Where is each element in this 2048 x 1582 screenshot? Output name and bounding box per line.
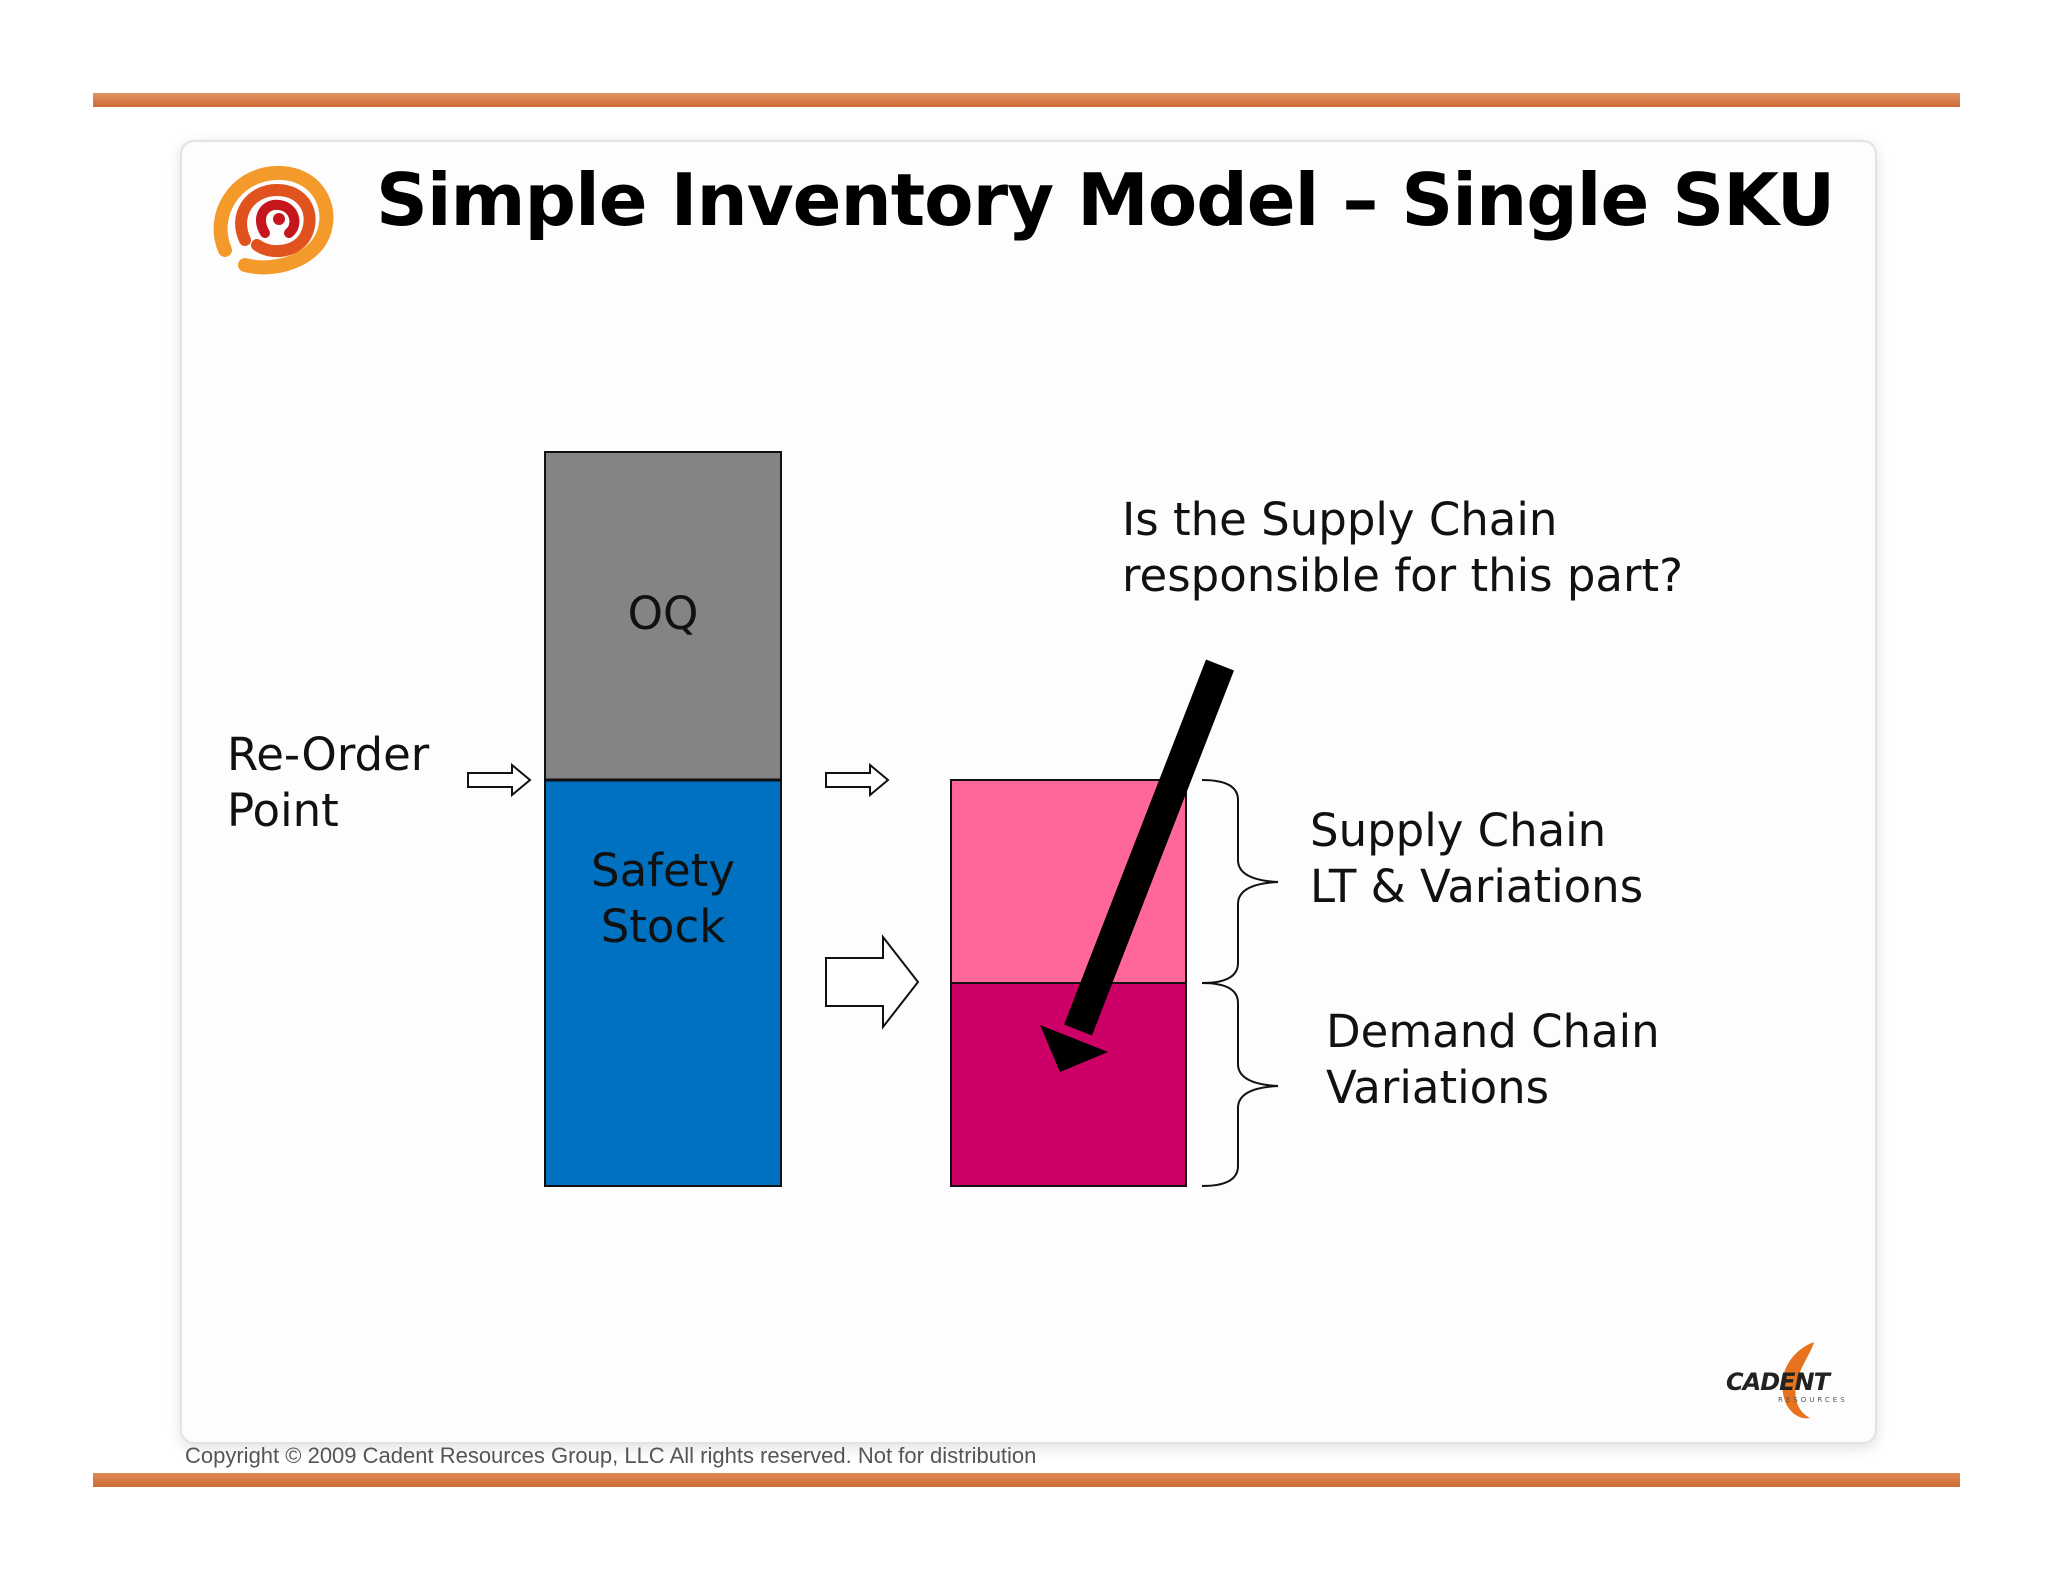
reorder-arrow-icon	[467, 762, 532, 798]
demand-brace-icon	[1201, 982, 1279, 1187]
bottom-rule	[93, 1473, 1960, 1487]
large-right-arrow-icon	[825, 934, 920, 1030]
cadent-brand-subtext: RESOURCES	[1778, 1396, 1848, 1404]
swirl-logo-icon	[213, 165, 334, 275]
oq-label: OQ	[627, 587, 699, 640]
page-title: Simple Inventory Model – Single SKU	[376, 158, 1835, 242]
demand-chain-label: Demand Chain Variations	[1326, 1005, 1660, 1114]
small-right-arrow-icon	[825, 762, 890, 798]
oq-block	[544, 451, 782, 781]
cadent-swoosh-icon	[1782, 1342, 1814, 1419]
responsibility-arrow-shaft	[1064, 659, 1234, 1036]
copyright-text: Copyright © 2009 Cadent Resources Group,…	[185, 1443, 1037, 1468]
responsibility-arrow-icon	[1040, 1025, 1108, 1072]
cadent-brand-text: CADENT	[1726, 1368, 1830, 1396]
safety-stock-block	[544, 779, 782, 1187]
top-rule	[93, 93, 1960, 107]
supply-brace-icon	[1201, 779, 1279, 984]
safety-stock-label: Safety Stock	[591, 844, 735, 953]
cadent-logo: CADENT RESOURCES	[1722, 1338, 1872, 1423]
question-label: Is the Supply Chain responsible for this…	[1122, 493, 1684, 602]
reorder-point-label: Re-Order Point	[227, 728, 430, 837]
supply-chain-label: Supply Chain LT & Variations	[1310, 804, 1644, 913]
